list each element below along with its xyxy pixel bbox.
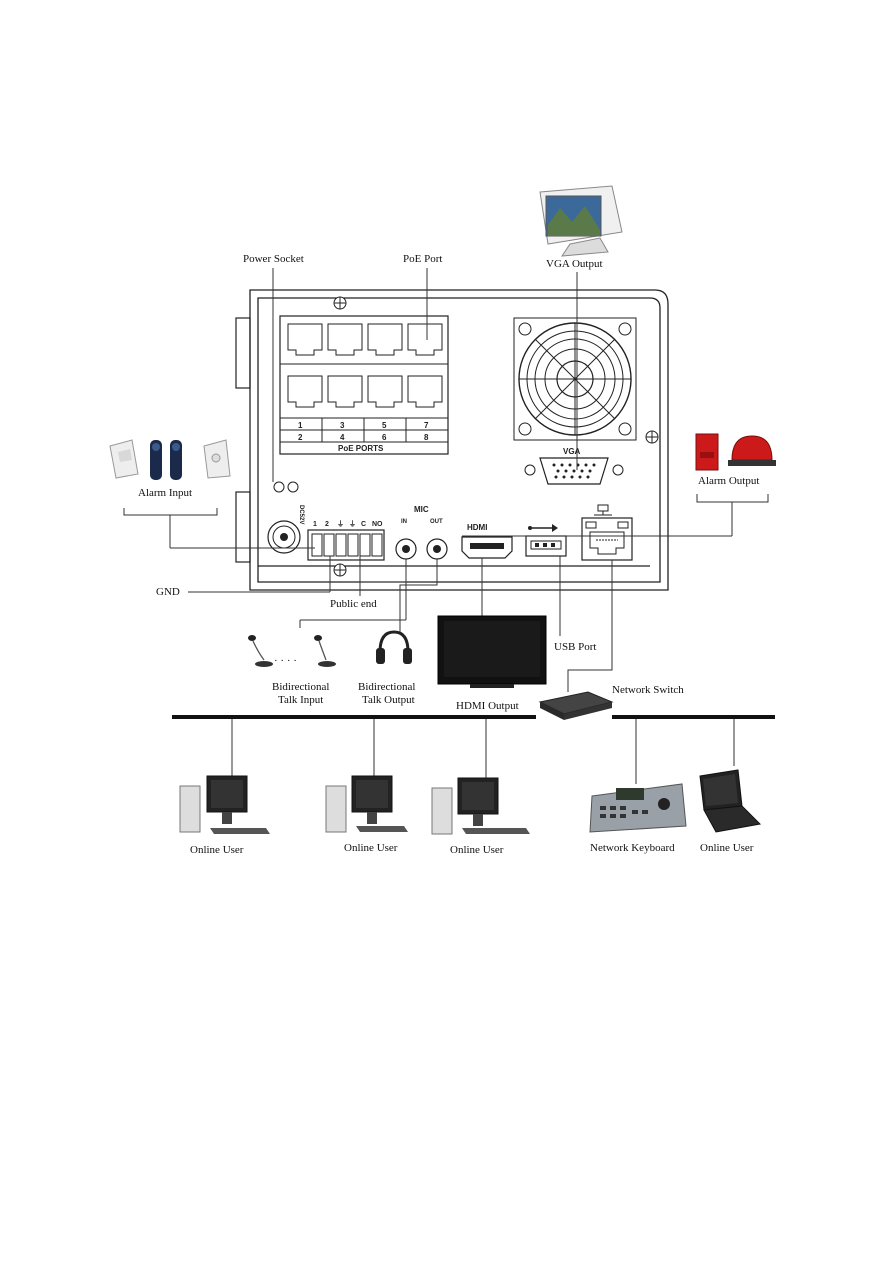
mic-label: MIC [414,505,429,514]
usb-icon [528,524,558,532]
network-keyboard-icon [589,783,687,833]
online-user-label: Online User [344,842,398,854]
ethernet-port-icon [581,517,633,561]
poe-number: 4 [340,433,345,442]
mic-out-jack-icon [426,538,448,560]
online-user-label: Online User [190,844,244,856]
hdmi-port-icon [461,536,513,559]
vga-port-label: VGA [563,447,581,456]
gnd-label: GND [156,586,180,598]
talk-input-label-line1: Bidirectional [272,681,329,693]
poe-number: 2 [298,433,303,442]
usb-port-icon [525,535,567,557]
poe-number: 8 [424,433,429,442]
ellipsis-text: · · · · [274,655,297,667]
network-keyboard-label: Network Keyboard [590,842,675,854]
terminal-label: 2 [325,521,329,528]
headphones-icon [376,630,412,664]
terminal-label: ⏚ [337,520,344,528]
poe-port-row-top [287,323,443,356]
online-user-pc-icon [325,775,408,833]
online-user-pc-icon [179,775,270,834]
poe-port-row-bottom [287,375,443,408]
alarm-terminal-block [307,529,385,561]
talk-output-label-line1: Bidirectional [358,681,415,693]
poe-number: 5 [382,421,387,430]
terminal-label: 1 [313,521,317,528]
terminal-label: NO [372,521,383,528]
talk-input-label-line2: Talk Input [278,694,323,706]
network-switch-icon [538,691,614,720]
power-socket-label: Power Socket [243,253,304,265]
vga-monitor-icon [539,185,623,257]
smoke-detector-icon [203,439,231,479]
alarm-input-devices [109,439,231,480]
hdmi-output-label: HDMI Output [456,700,519,712]
laptop-icon [699,769,762,833]
fan-icon [513,317,637,441]
alarm-output-label: Alarm Output [698,475,759,487]
screw-icon [333,296,347,310]
nvr-rear-panel: 1 3 5 7 2 4 6 8 PoE PORTS VGA [235,289,669,591]
screw-icon [645,430,659,444]
vga-port-icon [524,457,624,485]
poe-number: 1 [298,421,303,430]
terminal-label: ⏚ [349,520,356,528]
mic-in-label: IN [401,519,407,525]
poe-number: 3 [340,421,345,430]
microphone-icon [248,635,273,667]
poe-number: 7 [424,421,429,430]
screw-icon [333,563,347,577]
poe-ports-label: PoE PORTS [338,444,384,453]
warning-light-icon [728,435,776,466]
beam-sensor-icon [150,440,182,480]
hdmi-port-label: HDMI [467,523,487,532]
alarm-input-label: Alarm Input [138,487,192,499]
power-socket-icon [267,481,301,554]
vga-output-label: VGA Output [546,258,603,270]
power-rating-label: DC52V [298,505,304,524]
poe-number: 6 [382,433,387,442]
talk-output-label-line2: Talk Output [362,694,415,706]
microphone-icon [314,635,336,667]
mic-in-jack-icon [395,538,417,560]
online-user-label: Online User [700,842,754,854]
poe-port-label: PoE Port [403,253,442,265]
network-switch-label: Network Switch [612,684,684,696]
pir-sensor-icon [109,439,139,479]
usb-port-label: USB Port [554,641,597,653]
siren-icon [695,433,719,471]
public-end-label: Public end [330,598,377,610]
terminal-label: C [361,521,366,528]
network-icon [594,504,612,516]
alarm-output-devices [695,433,776,471]
hdmi-monitor-icon [437,615,547,688]
online-user-label: Online User [450,844,504,856]
online-user-pc-icon [431,777,530,835]
mic-out-label: OUT [430,519,443,525]
